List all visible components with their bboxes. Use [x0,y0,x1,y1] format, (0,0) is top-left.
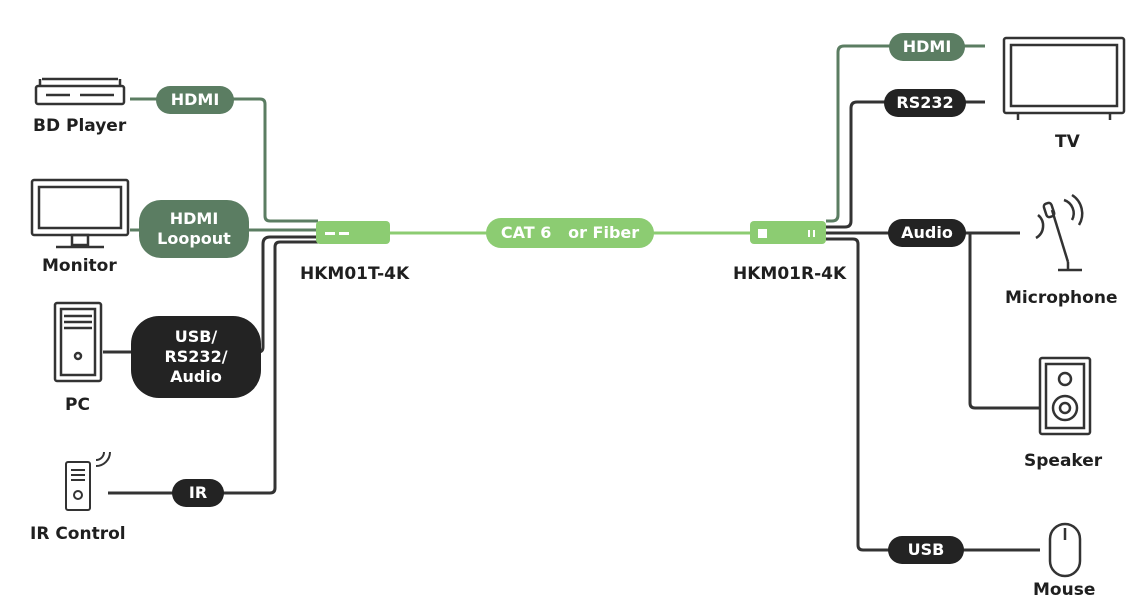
pc-icon [53,301,103,383]
wire-speaker [968,233,1040,410]
usb-output-label: USB [888,536,964,564]
bd-player-icon [34,77,126,106]
ir-control-label: IR Control [30,524,126,544]
transmitter-device-icon [316,221,390,244]
speaker-label: Speaker [1024,451,1103,471]
usb-rs232-audio-label: USB/ RS232/ Audio [131,316,261,398]
receiver-device-icon [750,221,826,244]
hdmi-loopout-label: HDMI Loopout [139,200,249,258]
microphone-label: Microphone [1005,288,1118,308]
bd-player-label: BD Player [33,116,127,136]
hdmi-output-label: HDMI [889,33,965,61]
hdmi-input-label: HDMI [156,86,234,114]
audio-output-label: Audio [888,219,966,247]
transmitter-label: HKM01T-4K [300,264,410,284]
wire-tv-hdmi [826,44,985,223]
receiver-label: HKM01R-4K [733,264,847,284]
wire-tv-rs232 [826,100,985,229]
tv-label: TV [1055,132,1080,152]
remote-icon [65,451,111,511]
ir-label: IR [172,479,224,507]
tv-icon [1002,36,1126,120]
monitor-label: Monitor [42,256,117,276]
microphone-icon [1035,193,1084,272]
wire-mouse-usb [826,237,1040,552]
cat6-fiber-label: CAT 6 or Fiber [486,218,654,248]
wire-ir [108,240,318,495]
wire-bd-player-hdmi [130,97,318,223]
rs232-output-label: RS232 [884,89,966,117]
pc-label: PC [65,395,90,415]
speaker-icon [1038,356,1092,436]
monitor-icon [30,178,130,249]
mouse-icon [1048,522,1082,578]
mouse-label: Mouse [1033,580,1096,600]
